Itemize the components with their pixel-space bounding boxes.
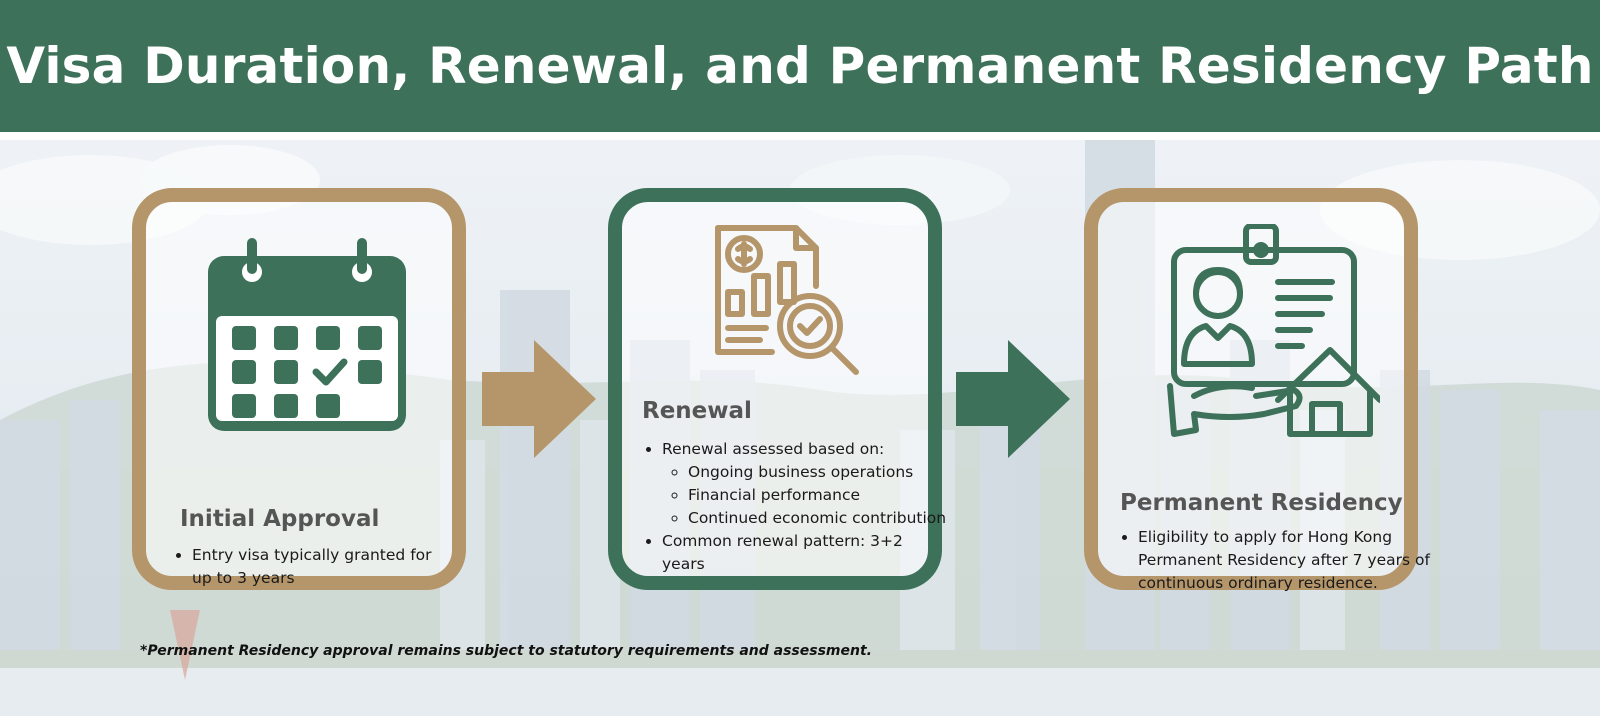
bullet-item: Entry visa typically granted for up to 3… <box>192 544 442 590</box>
sub-bullet-item: Ongoing business operations <box>688 461 950 484</box>
arrow-right-icon <box>956 340 1070 458</box>
footnote: *Permanent Residency approval remains su… <box>140 643 872 659</box>
step-title: Permanent Residency <box>1120 490 1403 516</box>
title-banner: Visa Duration, Renewal, and Permanent Re… <box>0 0 1600 132</box>
arrow-right-icon <box>482 340 596 458</box>
sub-bullets: Ongoing business operations Financial pe… <box>662 461 950 530</box>
id-card-home-hand-icon <box>1167 224 1380 437</box>
bullet-text: Renewal assessed based on: <box>662 440 885 458</box>
step-title: Renewal <box>642 398 752 424</box>
step-bullets: Entry visa typically granted for up to 3… <box>172 544 442 590</box>
step-title: Initial Approval <box>180 506 380 532</box>
bullet-item: Renewal assessed based on: Ongoing busin… <box>662 438 950 530</box>
step-card-initial-approval: Initial Approval Entry visa typically gr… <box>132 188 466 590</box>
sub-bullet-item: Financial performance <box>688 484 950 507</box>
page-title: Visa Duration, Renewal, and Permanent Re… <box>6 37 1594 95</box>
step-bullets: Renewal assessed based on: Ongoing busin… <box>642 438 950 576</box>
financial-report-magnifier-icon <box>715 225 859 375</box>
bullet-item: Eligibility to apply for Hong Kong Perma… <box>1138 526 1434 595</box>
step-card-permanent-residency: Permanent Residency Eligibility to apply… <box>1084 188 1430 592</box>
step-bullets: Eligibility to apply for Hong Kong Perma… <box>1118 526 1434 595</box>
bullet-item: Common renewal pattern: 3+2 years <box>662 530 950 576</box>
step-card-renewal: Renewal Renewal assessed based on: Ongoi… <box>608 188 946 590</box>
calendar-check-icon <box>208 238 406 431</box>
bullet-text: Common renewal pattern: 3+2 years <box>662 532 903 573</box>
sub-bullet-item: Continued economic contribution <box>688 507 950 530</box>
